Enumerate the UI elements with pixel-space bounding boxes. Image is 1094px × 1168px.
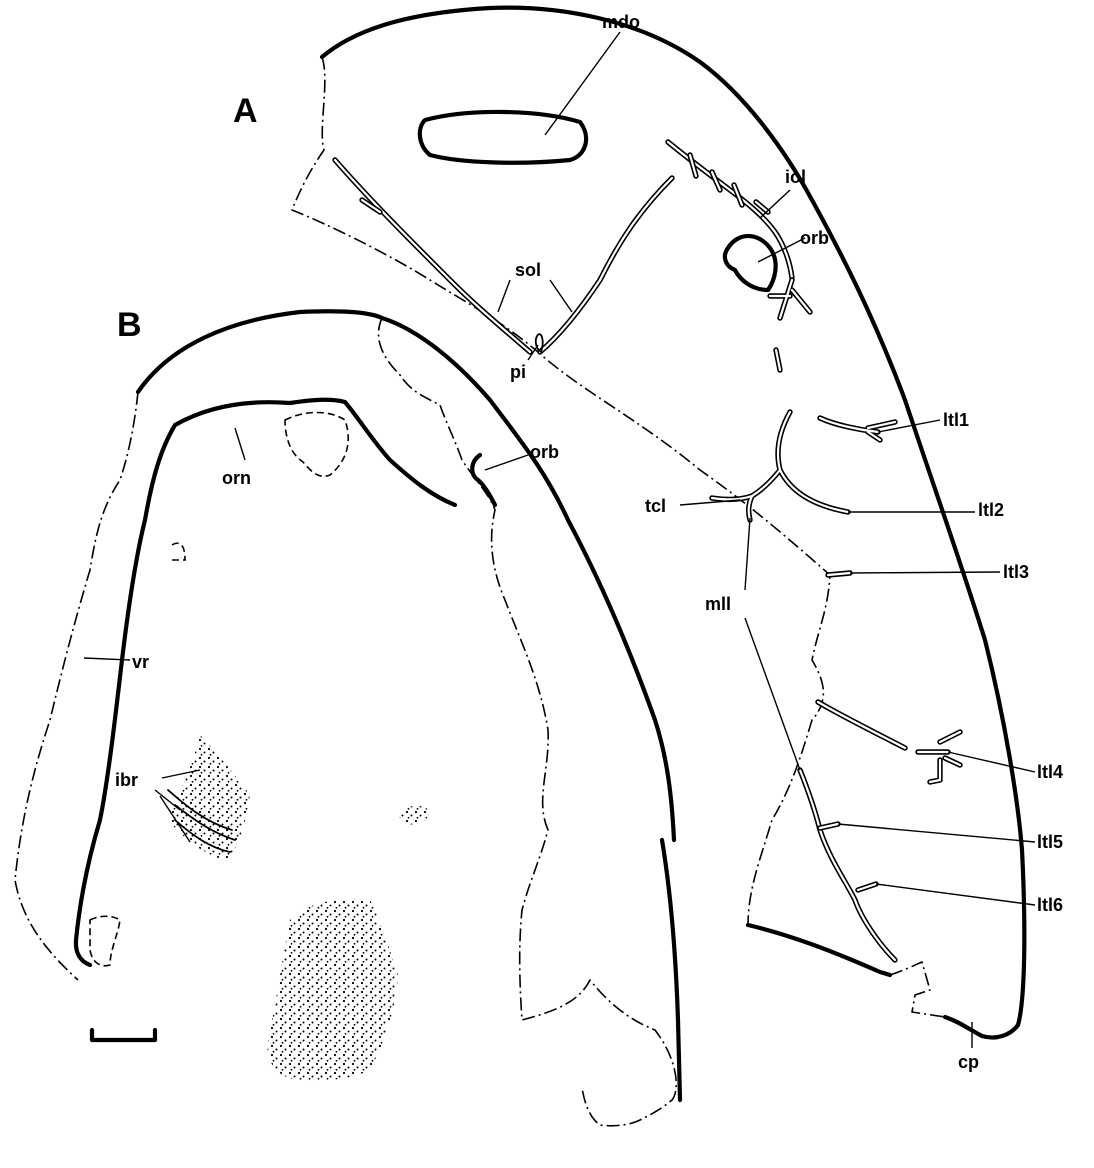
- panel-letter-a: A: [233, 92, 258, 130]
- mdo-opening: [420, 112, 586, 163]
- label-iol: iol: [785, 167, 806, 187]
- mll-lower-canal: [800, 770, 895, 960]
- label-cp: cp: [958, 1052, 979, 1072]
- panel-b-drawing: [15, 311, 680, 1126]
- label-ltl5: ltl5: [1037, 832, 1063, 852]
- panel-a-cp-notch: [945, 1017, 1018, 1038]
- label-orn: orn: [222, 468, 251, 488]
- orbit-b: [472, 455, 495, 505]
- leader-lines: [84, 32, 1035, 1048]
- panel-a-drawing: [292, 8, 1024, 1038]
- stipple-ibr: [168, 735, 250, 860]
- orn-opening: [285, 413, 348, 477]
- orbit-a: [725, 236, 776, 290]
- sol-canal-left: [335, 160, 530, 352]
- label-ibr: ibr: [115, 770, 138, 790]
- panel-a-notch-dashdot: [890, 962, 945, 1017]
- label-ltl2: ltl2: [978, 500, 1004, 520]
- panel-letter-b: B: [117, 306, 142, 344]
- label-tcl: tcl: [645, 496, 666, 516]
- labels: A B mdo iol orb sol pi ltl1 ltl2 ltl3 tc…: [115, 12, 1063, 1072]
- label-mll: mll: [705, 594, 731, 614]
- panel-a-posterior-edge: [748, 925, 890, 975]
- label-sol: sol: [515, 260, 541, 280]
- label-orb-b: orb: [530, 442, 559, 462]
- panel-a-broken-margin: [292, 57, 830, 925]
- label-vr: vr: [132, 652, 149, 672]
- panel-b-outer-lower: [662, 840, 680, 1100]
- label-ltl1: ltl1: [943, 410, 969, 430]
- label-ltl6: ltl6: [1037, 895, 1063, 915]
- panel-a-outer-outline: [322, 8, 1024, 1025]
- label-ltl3: ltl3: [1003, 562, 1029, 582]
- label-mdo: mdo: [602, 12, 640, 32]
- panel-b-inner-outline: [76, 400, 455, 965]
- label-ltl4: ltl4: [1037, 762, 1063, 782]
- label-orb-a: orb: [800, 228, 829, 248]
- scale-bar: [92, 1030, 155, 1040]
- label-pi: pi: [510, 362, 526, 382]
- sol-canal-right: [540, 178, 672, 352]
- stipple-small: [399, 806, 430, 825]
- panel-b-inner-margin: [378, 318, 676, 1126]
- stipple-large: [267, 899, 398, 1080]
